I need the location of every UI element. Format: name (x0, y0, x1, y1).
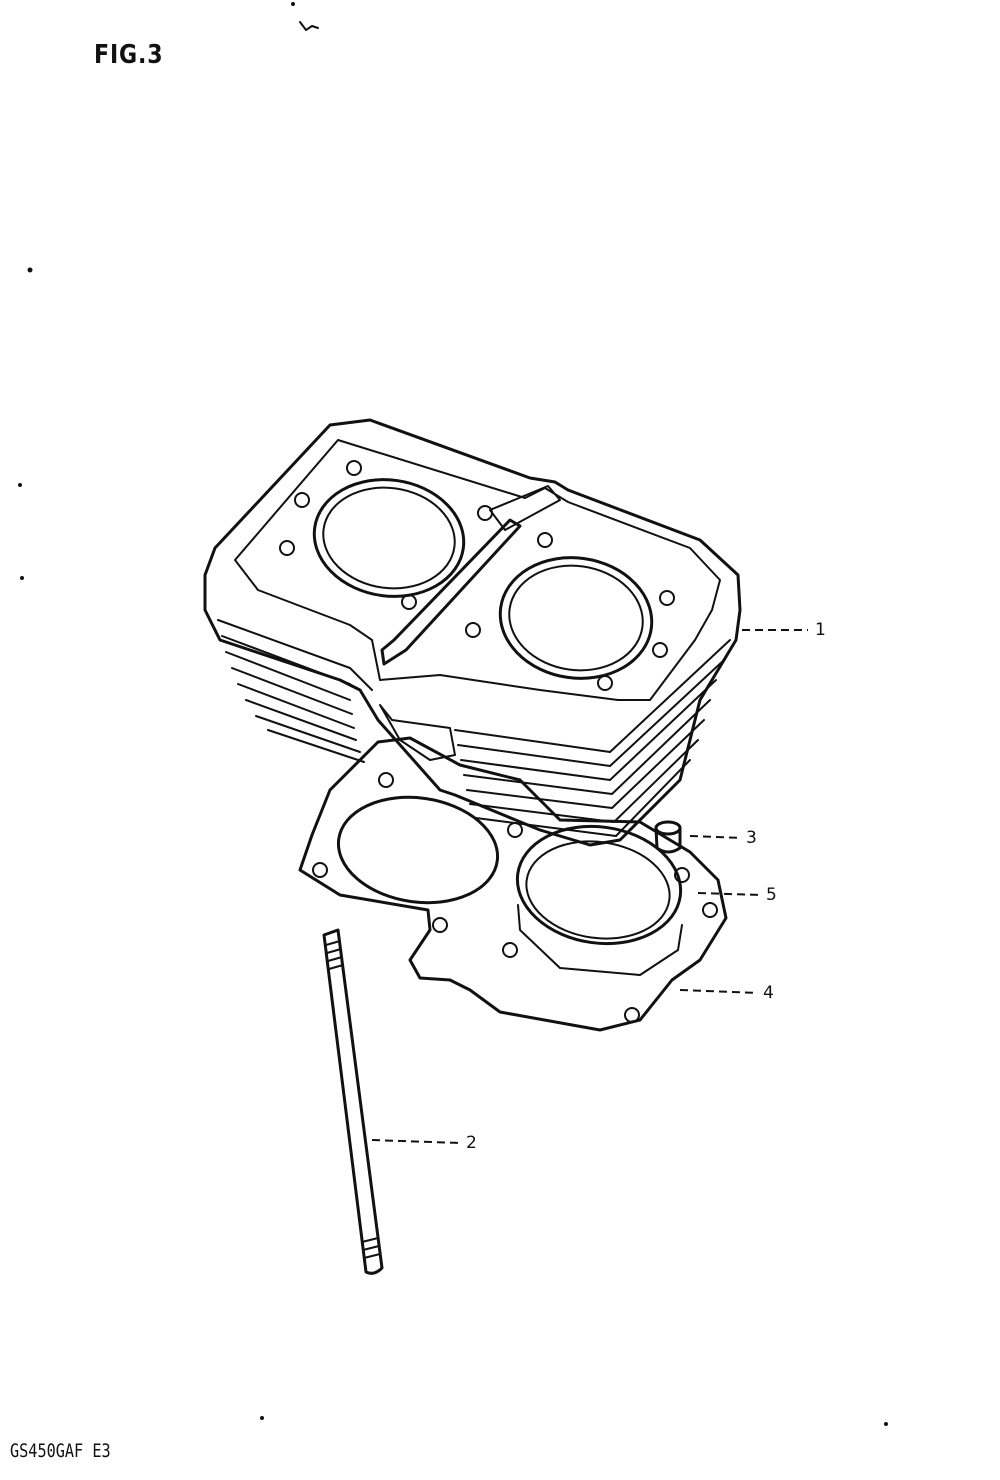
callout-2: 2 (466, 1133, 477, 1153)
model-code: GS450GAF E3 (10, 1440, 111, 1462)
o-ring-icon (515, 824, 683, 976)
dowel-pin-icon (654, 820, 682, 854)
callout-1: 1 (815, 620, 826, 640)
scan-specks (18, 2, 888, 1426)
callout-4: 4 (763, 983, 774, 1003)
base-gasket-icon (298, 736, 728, 1032)
callout-5: 5 (766, 885, 777, 905)
cylinder-block-icon (203, 418, 742, 847)
figure-title: FIG.3 (94, 40, 164, 70)
leader-lines (371, 629, 808, 1144)
stud-bolt-icon (322, 928, 384, 1275)
callout-3: 3 (746, 828, 757, 848)
